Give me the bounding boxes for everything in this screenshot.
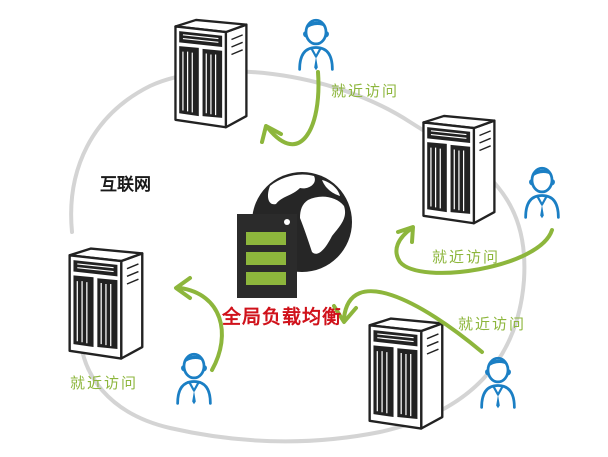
arrow-icon <box>396 225 415 244</box>
user-icon <box>176 352 212 406</box>
nearby-access-label: 就近访问 <box>432 248 501 266</box>
server-icon <box>368 317 444 430</box>
arrow-icon <box>332 304 358 324</box>
arrow-icon <box>266 70 321 147</box>
server-icon <box>174 18 248 129</box>
server-icon <box>68 247 144 360</box>
user-icon <box>524 166 560 220</box>
server-icon <box>422 114 496 225</box>
internet-label: 互联网 <box>100 175 151 195</box>
arrow-icon <box>174 276 192 300</box>
arrow-icon <box>342 289 484 354</box>
nearby-access-label: 就近访问 <box>70 374 139 392</box>
user-icon <box>298 18 334 72</box>
global-load-balancing-label: 全局负载均衡 <box>222 306 343 328</box>
internet-ring <box>69 69 527 444</box>
load-balancer-icon <box>237 214 297 298</box>
arrow-icon <box>178 286 224 372</box>
arrow-icon <box>260 124 283 144</box>
user-icon <box>480 356 516 410</box>
arrow-icon <box>394 226 554 275</box>
nearby-access-label: 就近访问 <box>458 315 527 333</box>
nearby-access-label: 就近访问 <box>331 82 400 100</box>
